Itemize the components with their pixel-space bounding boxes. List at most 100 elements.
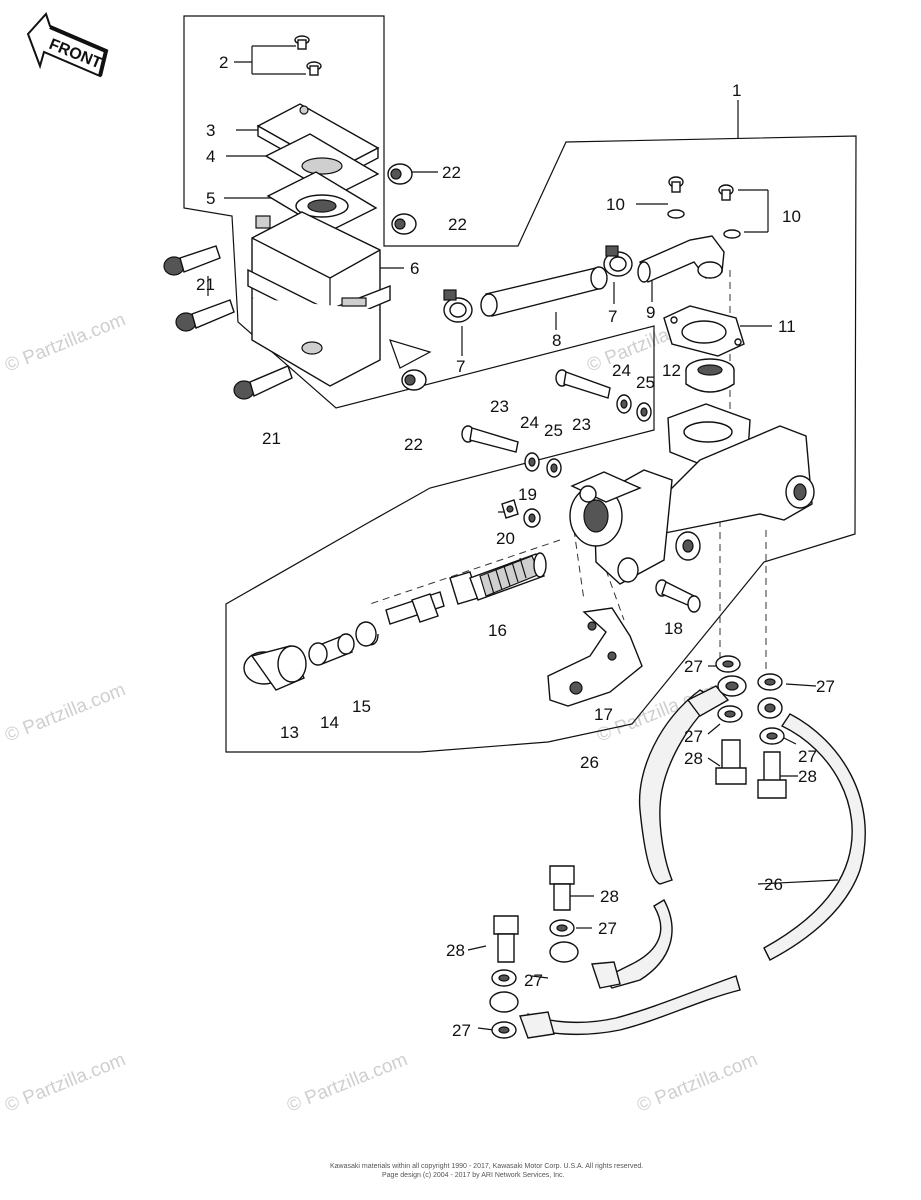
callout-24: 24 (612, 361, 631, 380)
callout-10: 10 (782, 207, 801, 226)
callout-27: 27 (684, 727, 703, 746)
footer: Kawasaki materials within all copyright … (330, 1163, 643, 1179)
callout-7: 7 (608, 307, 617, 326)
washer-icon (715, 655, 741, 673)
callout-27: 27 (598, 919, 617, 938)
callout-11: 11 (778, 317, 796, 336)
callout-16: 16 (488, 621, 507, 640)
callout-23: 23 (572, 415, 591, 434)
callout-27: 27 (816, 677, 835, 696)
footer-copyright: Kawasaki materials within all copyright … (330, 1163, 643, 1170)
washer-icon (491, 1021, 517, 1039)
bolt-icon (233, 365, 293, 400)
circlip-icon (355, 621, 379, 647)
callout-12: 12 (662, 361, 681, 380)
grommet-icon (391, 213, 417, 235)
diaphragm-plate (264, 133, 380, 197)
screw-icon (294, 35, 310, 50)
watermark-text: © Partzilla.com (2, 1049, 129, 1116)
elbow-fitting (637, 235, 725, 283)
banjo-bolt-icon (493, 915, 519, 963)
bolt-icon (163, 245, 221, 276)
washer-icon (524, 452, 540, 472)
washer-icon (523, 508, 541, 528)
washer-icon (616, 394, 632, 414)
hose-clamp-icon (443, 289, 473, 323)
callout-22: 22 (404, 435, 423, 454)
callout-10: 10 (606, 195, 625, 214)
callout-27: 27 (684, 657, 703, 676)
washer-icon (757, 673, 783, 691)
callout-13: 13 (280, 723, 299, 742)
callout-15: 15 (352, 697, 371, 716)
callout-1: 1 (732, 81, 741, 100)
dust-boot (243, 645, 307, 691)
callout-22: 22 (448, 215, 467, 234)
nut-icon (501, 499, 519, 519)
callout-5: 5 (206, 189, 215, 208)
gasket (663, 305, 745, 357)
callout-28: 28 (684, 749, 703, 768)
callout-4: 4 (206, 147, 215, 166)
banjo-bolt-icon (757, 751, 787, 799)
bolt-icon (461, 425, 519, 453)
reservoir-hose (480, 266, 608, 317)
callout-28: 28 (798, 767, 817, 786)
callout-24: 24 (520, 413, 539, 432)
callout-6: 6 (410, 259, 419, 278)
bolt-icon (555, 369, 611, 399)
grommet-icon (401, 369, 427, 391)
washer-icon (546, 458, 562, 478)
callout-labels: 1 2 3 4 5 6 7 7 8 9 10 10 11 12 13 14 15… (196, 53, 835, 1040)
master-cylinder-body (569, 403, 815, 585)
callout-2: 2 (219, 53, 228, 72)
watermark-text: © Partzilla.com (284, 1049, 411, 1116)
washer-icon (717, 705, 743, 723)
brake-hose-left (549, 675, 747, 989)
callout-23: 23 (490, 397, 509, 416)
banjo-bolt-icon (549, 865, 575, 911)
piston-spring-assembly (385, 552, 547, 625)
callout-9: 9 (646, 303, 655, 322)
grommet-icon (387, 163, 413, 185)
washer-icon (759, 727, 785, 745)
callout-20: 20 (496, 529, 515, 548)
brake-hose-right (489, 697, 866, 1039)
callout-18: 18 (664, 619, 683, 638)
callout-17: 17 (594, 705, 613, 724)
assembly-outline (183, 15, 857, 753)
callout-14: 14 (320, 713, 339, 732)
callout-21: 21 (262, 429, 281, 448)
screw-icon (306, 61, 322, 76)
bolt-icon (175, 299, 235, 332)
callout-25: 25 (544, 421, 563, 440)
washer-icon (636, 402, 652, 422)
watermark-text: © Partzilla.com (2, 679, 129, 746)
watermarks: © Partzilla.com © Partzilla.com © Partzi… (2, 309, 761, 1116)
callout-21: 21 (196, 275, 215, 294)
callout-7: 7 (456, 357, 465, 376)
callout-28: 28 (446, 941, 465, 960)
bolt-icon (655, 579, 701, 613)
callout-19: 19 (518, 485, 537, 504)
assembly-outline-inner (389, 339, 432, 369)
washer-icon (549, 919, 575, 937)
diaphragm (266, 171, 378, 233)
leader-lines (207, 45, 839, 1031)
reservoir-body (247, 211, 391, 387)
mounting-bracket (547, 607, 643, 707)
screw-icon (667, 176, 685, 219)
callout-26: 26 (580, 753, 599, 772)
watermark-text: © Partzilla.com (2, 309, 129, 376)
push-rod (308, 633, 355, 666)
callout-27: 27 (452, 1021, 471, 1040)
callout-26: 26 (764, 875, 783, 894)
callout-22: 22 (442, 163, 461, 182)
callout-3: 3 (206, 121, 215, 140)
footer-design-credit: Page design (c) 2004 - 2017 by ARI Netwo… (382, 1172, 565, 1179)
front-arrow-icon: FRONT (26, 12, 109, 78)
callout-28: 28 (600, 887, 619, 906)
washer-icon (491, 969, 517, 987)
callout-25: 25 (636, 373, 655, 392)
